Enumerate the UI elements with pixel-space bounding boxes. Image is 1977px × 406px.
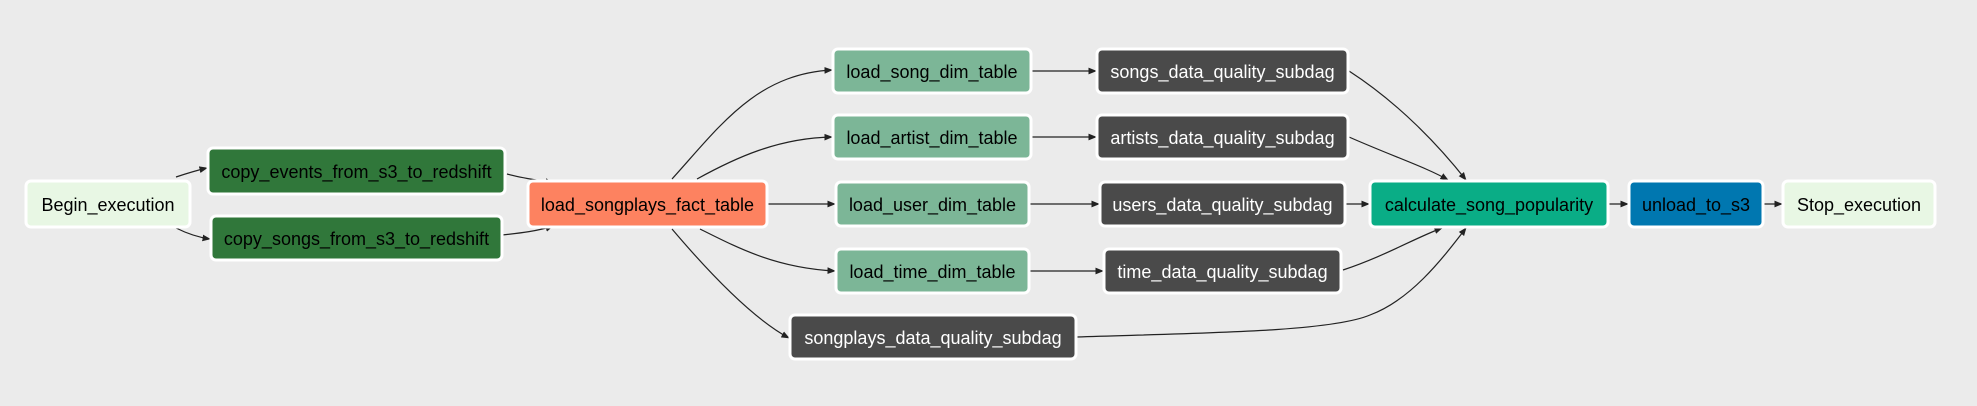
node-label: copy_events_from_s3_to_redshift xyxy=(221,162,491,183)
node-layer: Begin_execution copy_events_from_s3_to_re… xyxy=(24,47,1937,361)
dag-node-stop[interactable]: Stop_execution xyxy=(1781,179,1937,229)
node-label: time_data_quality_subdag xyxy=(1117,262,1327,283)
dag-node-calc[interactable]: calculate_song_popularity xyxy=(1368,179,1610,229)
node-box xyxy=(526,179,769,229)
dag-node-artists-dq[interactable]: artists_data_quality_subdag xyxy=(1095,113,1350,161)
dag-node-artist-dim[interactable]: load_artist_dim_table xyxy=(831,113,1033,161)
dag-node-time-dim[interactable]: load_time_dim_table xyxy=(834,247,1031,295)
node-label: Begin_execution xyxy=(41,195,174,216)
node-label: load_songplays_fact_table xyxy=(541,195,754,216)
dag-node-user-dim[interactable]: load_user_dim_table xyxy=(834,180,1031,228)
node-label: users_data_quality_subdag xyxy=(1112,195,1332,216)
edge-layer xyxy=(175,67,1783,339)
edge-fact-to-song-dim xyxy=(671,67,833,180)
node-label: calculate_song_popularity xyxy=(1385,195,1593,216)
dag-node-copy-songs[interactable]: copy_songs_from_s3_to_redshift xyxy=(209,214,504,262)
edge-begin-to-copy-events xyxy=(175,166,208,178)
dag-node-fact[interactable]: load_songplays_fact_table xyxy=(526,179,769,229)
node-box xyxy=(788,313,1078,361)
node-box xyxy=(1627,179,1765,229)
dag-node-songs-dq[interactable]: songs_data_quality_subdag xyxy=(1095,47,1350,95)
dag-node-time-dq[interactable]: time_data_quality_subdag xyxy=(1102,247,1343,295)
node-label: load_song_dim_table xyxy=(846,62,1017,83)
node-label: Stop_execution xyxy=(1797,195,1921,216)
dag-node-unload[interactable]: unload_to_s3 xyxy=(1627,179,1765,229)
node-label: load_time_dim_table xyxy=(849,262,1015,283)
node-box xyxy=(834,247,1031,295)
edge-begin-to-copy-songs xyxy=(175,227,211,242)
node-label: load_user_dim_table xyxy=(849,195,1016,216)
node-box xyxy=(1781,179,1937,229)
edge-artists-dq-to-calc xyxy=(1348,136,1449,181)
node-box xyxy=(1095,47,1350,95)
node-label: copy_songs_from_s3_to_redshift xyxy=(224,229,489,250)
node-label: load_artist_dim_table xyxy=(846,128,1017,149)
node-box xyxy=(831,113,1033,161)
node-box xyxy=(24,179,192,229)
dag-node-song-dim[interactable]: load_song_dim_table xyxy=(831,47,1033,95)
dag-node-users-dq[interactable]: users_data_quality_subdag xyxy=(1098,180,1347,228)
dag-node-begin[interactable]: Begin_execution xyxy=(24,179,192,229)
node-box xyxy=(1368,179,1610,229)
node-box xyxy=(209,214,504,262)
edge-songplays-dq-to-calc xyxy=(1076,227,1467,338)
edge-songs-dq-to-calc xyxy=(1348,70,1467,181)
dag-node-copy-events[interactable]: copy_events_from_s3_to_redshift xyxy=(206,146,507,196)
dag-node-songplays-dq[interactable]: songplays_data_quality_subdag xyxy=(788,313,1078,361)
edge-time-dq-to-calc xyxy=(1342,227,1443,271)
node-label: songplays_data_quality_subdag xyxy=(804,328,1061,349)
edge-fact-to-time-dim xyxy=(699,228,836,274)
node-box xyxy=(1098,180,1347,228)
node-box xyxy=(1095,113,1350,161)
node-box xyxy=(206,146,507,196)
edge-fact-to-songplays-dq xyxy=(671,228,790,339)
node-label: songs_data_quality_subdag xyxy=(1110,62,1334,83)
edge-fact-to-artist-dim xyxy=(696,133,833,180)
node-box xyxy=(831,47,1033,95)
node-label: unload_to_s3 xyxy=(1642,195,1750,216)
node-box xyxy=(1102,247,1343,295)
node-label: artists_data_quality_subdag xyxy=(1110,128,1334,149)
node-box xyxy=(834,180,1031,228)
